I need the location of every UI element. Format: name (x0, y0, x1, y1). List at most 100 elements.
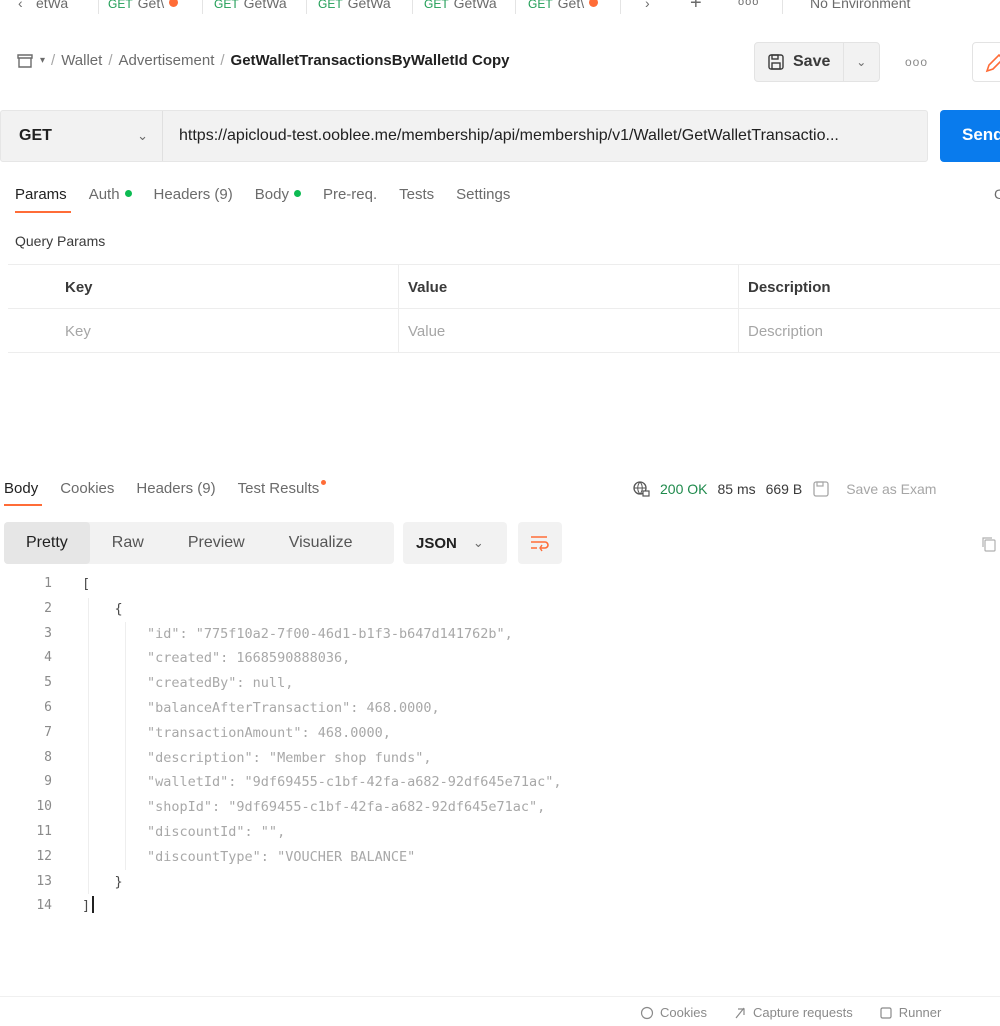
line-number: 5 (44, 675, 52, 691)
code-text: "discountType": "VOUCHER BALANCE" (82, 848, 416, 865)
active-dot-icon (293, 190, 301, 197)
tab-response-body[interactable]: Body (4, 480, 43, 506)
request-tab[interactable]: GET GetWa (214, 0, 287, 15)
tab-label: GetWa (243, 0, 287, 11)
tab-label: GetWa (453, 0, 497, 11)
copy-icon[interactable] (980, 535, 998, 553)
tab-body[interactable]: Body (255, 186, 301, 203)
wrap-lines-button[interactable] (518, 522, 562, 564)
method-select[interactable]: GET ⌄ (1, 111, 163, 161)
view-raw[interactable]: Raw (111, 534, 144, 551)
status-code[interactable]: 200 OK (660, 481, 708, 497)
view-visualize[interactable]: Visualize (288, 534, 353, 551)
request-tab-active[interactable]: GET Get\ (528, 0, 599, 15)
tab-right-arrow-icon[interactable]: › (645, 0, 650, 11)
cookies-footer-button[interactable]: Cookies (640, 1005, 707, 1020)
response-size[interactable]: 669 B (765, 481, 803, 497)
breadcrumb-advertisement[interactable]: Advertisement (118, 52, 215, 69)
response-time[interactable]: 85 ms (717, 481, 756, 497)
tab-tests[interactable]: Tests (399, 186, 435, 203)
save-example-icon (813, 481, 829, 497)
runner-label: Runner (898, 1005, 942, 1020)
tab-left-arrow-icon[interactable]: ‹ (18, 0, 23, 11)
tab-response-cookies[interactable]: Cookies (60, 480, 115, 497)
tab-prereq[interactable]: Pre-req. (322, 186, 378, 203)
column-header-value: Value (408, 279, 448, 296)
tab-body-label: Body (254, 186, 289, 203)
code-line: 2 { (0, 597, 1000, 622)
new-tab-plus-icon[interactable]: + (690, 0, 702, 14)
request-tab[interactable]: GET GetWa (424, 0, 497, 15)
table-row: Key Value Description (8, 309, 1000, 353)
cookie-icon (640, 1006, 654, 1019)
line-number: 4 (44, 650, 52, 666)
edit-button[interactable] (972, 42, 1000, 82)
runner-icon (880, 1006, 892, 1019)
collection-icon[interactable] (16, 53, 34, 69)
send-button[interactable]: Send (940, 110, 1000, 162)
request-tab[interactable]: etWa (36, 0, 68, 15)
tabs-more-icon[interactable]: ooo (738, 0, 760, 8)
save-as-example-button[interactable]: Save as Exam (846, 481, 937, 497)
code-text: ] (82, 894, 95, 919)
tab-method: GET (108, 0, 133, 11)
tab-method: GET (214, 0, 239, 11)
code-line: 10 "shopId": "9df69455-c1bf-42fa-a682-92… (0, 795, 1000, 820)
format-select[interactable]: JSON ⌄ (403, 522, 507, 564)
capture-requests-button[interactable]: Capture requests (733, 1005, 853, 1020)
save-button[interactable]: Save (755, 43, 844, 81)
code-text: "discountId": "", (82, 823, 286, 840)
code-text: "walletId": "9df69455-c1bf-42fa-a682-92d… (82, 774, 562, 791)
response-tabs: Body Cookies Headers (9) Test Results (4, 480, 327, 506)
breadcrumb-wallet[interactable]: Wallet (61, 52, 103, 69)
code-line: 7 "transactionAmount": 468.0000, (0, 721, 1000, 746)
line-number: 2 (44, 600, 52, 616)
tab-params[interactable]: Params (15, 186, 71, 213)
key-input[interactable]: Key (65, 323, 91, 340)
tab-auth[interactable]: Auth (89, 186, 132, 203)
line-number: 9 (44, 774, 52, 790)
tab-settings[interactable]: Settings (456, 186, 511, 203)
more-options-icon[interactable]: ooo (905, 55, 929, 69)
wrap-lines-icon (531, 536, 549, 552)
code-text: "id": "775f10a2-7f00-46d1-b1f3-b647d1417… (82, 625, 513, 642)
text-cursor (92, 896, 95, 914)
tab-auth-label: Auth (88, 186, 120, 203)
save-options-chevron-icon[interactable]: ⌄ (856, 55, 867, 69)
code-text: "balanceAfterTransaction": 468.0000, (82, 699, 440, 716)
line-number: 13 (36, 873, 52, 889)
tab-test-results[interactable]: Test Results (238, 480, 327, 497)
code-text: "created": 1668590888036, (82, 650, 351, 667)
code-line: 6 "balanceAfterTransaction": 468.0000, (0, 696, 1000, 721)
line-number: 7 (44, 724, 52, 740)
chevron-down-icon[interactable]: ▾ (40, 55, 46, 66)
view-pretty[interactable]: Pretty (4, 522, 90, 564)
code-line: 4 "created": 1668590888036, (0, 646, 1000, 671)
cookies-link-icon[interactable]: C (994, 186, 1000, 202)
tab-method: GET (528, 0, 553, 11)
globe-lock-icon[interactable] (632, 480, 650, 498)
tab-method: GET (424, 0, 449, 11)
value-input[interactable]: Value (408, 323, 446, 340)
environment-selector[interactable]: No Environment (810, 0, 911, 11)
response-body-editor[interactable]: 1[2 {3 "id": "775f10a2-7f00-46d1-b1f3-b6… (0, 572, 1000, 919)
request-name[interactable]: GetWalletTransactionsByWalletId Copy (230, 52, 510, 69)
code-line: 13 } (0, 870, 1000, 895)
code-text: { (82, 600, 123, 617)
pencil-icon (985, 53, 1000, 73)
tab-response-headers[interactable]: Headers (9) (136, 480, 216, 497)
breadcrumb: ▾ / Wallet / Advertisement / GetWalletTr… (16, 52, 510, 69)
method-label: GET (19, 127, 52, 144)
code-text: } (82, 873, 123, 890)
code-text: "shopId": "9df69455-c1bf-42fa-a682-92df6… (82, 799, 546, 816)
view-preview[interactable]: Preview (187, 534, 245, 551)
runner-button[interactable]: Runner (879, 1005, 942, 1020)
tab-headers[interactable]: Headers (9) (153, 186, 233, 203)
url-input[interactable]: https://apicloud-test.ooblee.me/membersh… (179, 127, 839, 144)
line-number: 12 (36, 848, 52, 864)
tab-label: Get\ (557, 0, 585, 11)
description-input[interactable]: Description (748, 323, 824, 340)
